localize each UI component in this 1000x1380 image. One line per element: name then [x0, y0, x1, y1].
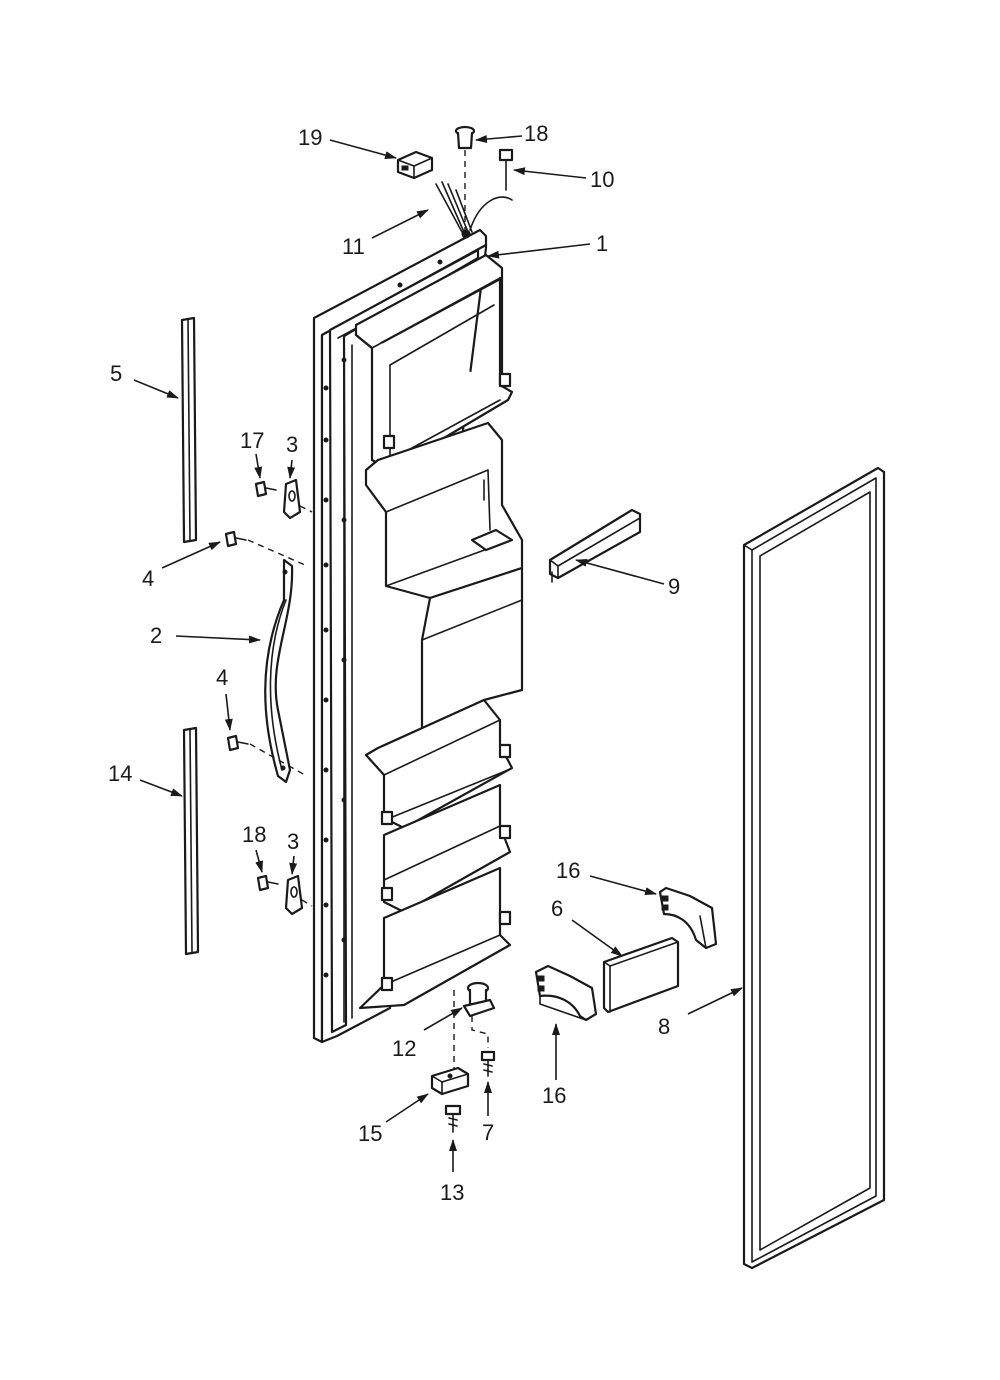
bracket-3-bottom: [284, 874, 313, 916]
callout-4-top: 4: [142, 566, 154, 591]
callout-8: 8: [658, 1014, 670, 1039]
screw-10: [498, 148, 514, 191]
hinge-cover-6: [602, 936, 680, 1014]
callout-6: 6: [551, 896, 563, 921]
trim-strip-5: [180, 316, 198, 544]
callout-5: 5: [110, 361, 122, 386]
callout-9: 9: [668, 574, 680, 599]
callout-3-top: 3: [286, 432, 298, 457]
callout-17: 18: [524, 121, 548, 146]
wire-harness: [435, 181, 513, 239]
callout-18-top: 17: [240, 428, 264, 453]
trim-strip-15: [182, 726, 200, 956]
screw-7: [480, 1050, 496, 1077]
door-screw-dots: [323, 259, 443, 978]
screw-18-bottom: [256, 874, 279, 892]
leader-lines: [133, 135, 743, 1172]
callout-labels: 19 18 10 11 1 5 17 3 4 2 9 4 14 18 3 16 …: [108, 121, 680, 1205]
callout-12: 12: [392, 1036, 416, 1061]
hinge-clip-16-top: [658, 886, 718, 950]
callout-16-top: 16: [556, 858, 580, 883]
hinge-pin-12: [453, 981, 496, 1070]
screw-18-top: [254, 480, 277, 498]
callout-13: 13: [440, 1180, 464, 1205]
callout-2: 2: [150, 623, 162, 648]
callout-16-bottom: 16: [542, 1083, 566, 1108]
callout-15: 14: [108, 761, 132, 786]
wire-connector: [396, 150, 434, 180]
door-gasket: [742, 466, 886, 1270]
callout-18-bottom: 18: [242, 822, 266, 847]
screw-13: [444, 1104, 462, 1133]
callout-4-bottom: 4: [216, 665, 228, 690]
callout-11: 11: [342, 234, 365, 259]
callout-7: 7: [482, 1120, 494, 1145]
channel-9: [548, 508, 642, 583]
hinge-clip-16-bottom: [534, 964, 598, 1022]
door-handle: [264, 558, 294, 784]
door-plug: [454, 125, 476, 230]
handle-screw-top: [224, 530, 306, 566]
callout-10: 10: [590, 167, 614, 192]
callout-3-bottom: 3: [287, 829, 299, 854]
callout-19: 19: [298, 125, 322, 150]
hinge-block-14: [430, 1066, 470, 1096]
handle-screw-bottom: [226, 734, 306, 776]
door-panel: [312, 228, 524, 1044]
callout-14: 15: [358, 1121, 382, 1146]
bracket-3-top: [282, 478, 313, 520]
callout-1: 1: [596, 231, 608, 256]
